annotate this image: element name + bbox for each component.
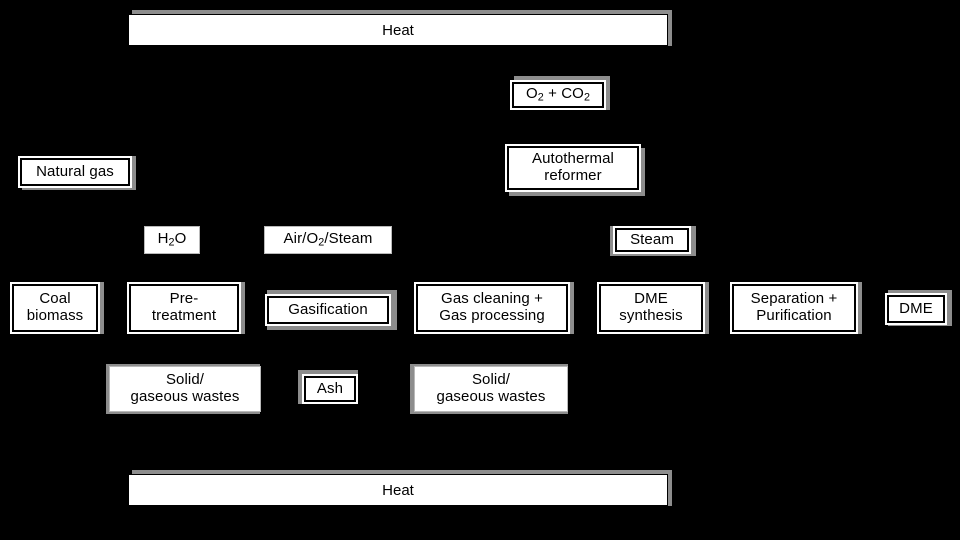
separation-purification-label: Separation + Purification — [750, 290, 838, 324]
separation-purification-box: Separation + Purification — [730, 282, 858, 334]
coal-biomass-box: Coal biomass — [10, 282, 100, 334]
ash-label: Ash — [316, 379, 344, 397]
heat-bottom-bar: Heat — [128, 474, 668, 506]
dme-synthesis-label: DME synthesis — [619, 290, 683, 324]
ash-box: Ash — [302, 374, 358, 404]
coal-biomass-label: Coal biomass — [26, 290, 84, 324]
o2-co2-label: O2 + CO2 — [525, 85, 591, 104]
solid-gaseous-wastes-2-box: Solid/ gaseous wastes — [414, 366, 568, 412]
solid-gaseous-wastes-2-label: Solid/ gaseous wastes — [436, 371, 546, 405]
o2-co2-box: O2 + CO2 — [510, 80, 606, 110]
h2o-label: H2O — [157, 230, 187, 249]
heat-top-label: Heat — [382, 21, 414, 39]
h2o-box: H2O — [144, 226, 200, 254]
pre-treatment-box: Pre- treatment — [127, 282, 241, 334]
steam-box: Steam — [613, 226, 691, 254]
air-o2-steam-box: Air/O2/Steam — [264, 226, 392, 254]
dme-synthesis-box: DME synthesis — [597, 282, 705, 334]
gasification-label: Gasification — [288, 300, 368, 318]
heat-top-bar: Heat — [128, 14, 668, 46]
dme-product-box: DME — [885, 293, 947, 325]
heat-bottom-label: Heat — [382, 481, 414, 499]
steam-label: Steam — [630, 230, 674, 248]
air-o2-steam-label: Air/O2/Steam — [283, 230, 373, 249]
gas-cleaning-box: Gas cleaning + Gas processing — [414, 282, 570, 334]
gasification-box: Gasification — [265, 294, 391, 326]
solid-gaseous-wastes-1-label: Solid/ gaseous wastes — [130, 371, 240, 405]
natural-gas-label: Natural gas — [36, 162, 114, 180]
natural-gas-box: Natural gas — [18, 156, 132, 188]
pre-treatment-label: Pre- treatment — [151, 290, 217, 324]
autothermal-reformer-label: Autothermal reformer — [532, 150, 614, 184]
autothermal-reformer-box: Autothermal reformer — [505, 144, 641, 192]
dme-product-label: DME — [899, 299, 933, 317]
solid-gaseous-wastes-1-box: Solid/ gaseous wastes — [109, 366, 261, 412]
gas-cleaning-label: Gas cleaning + Gas processing — [439, 290, 545, 324]
